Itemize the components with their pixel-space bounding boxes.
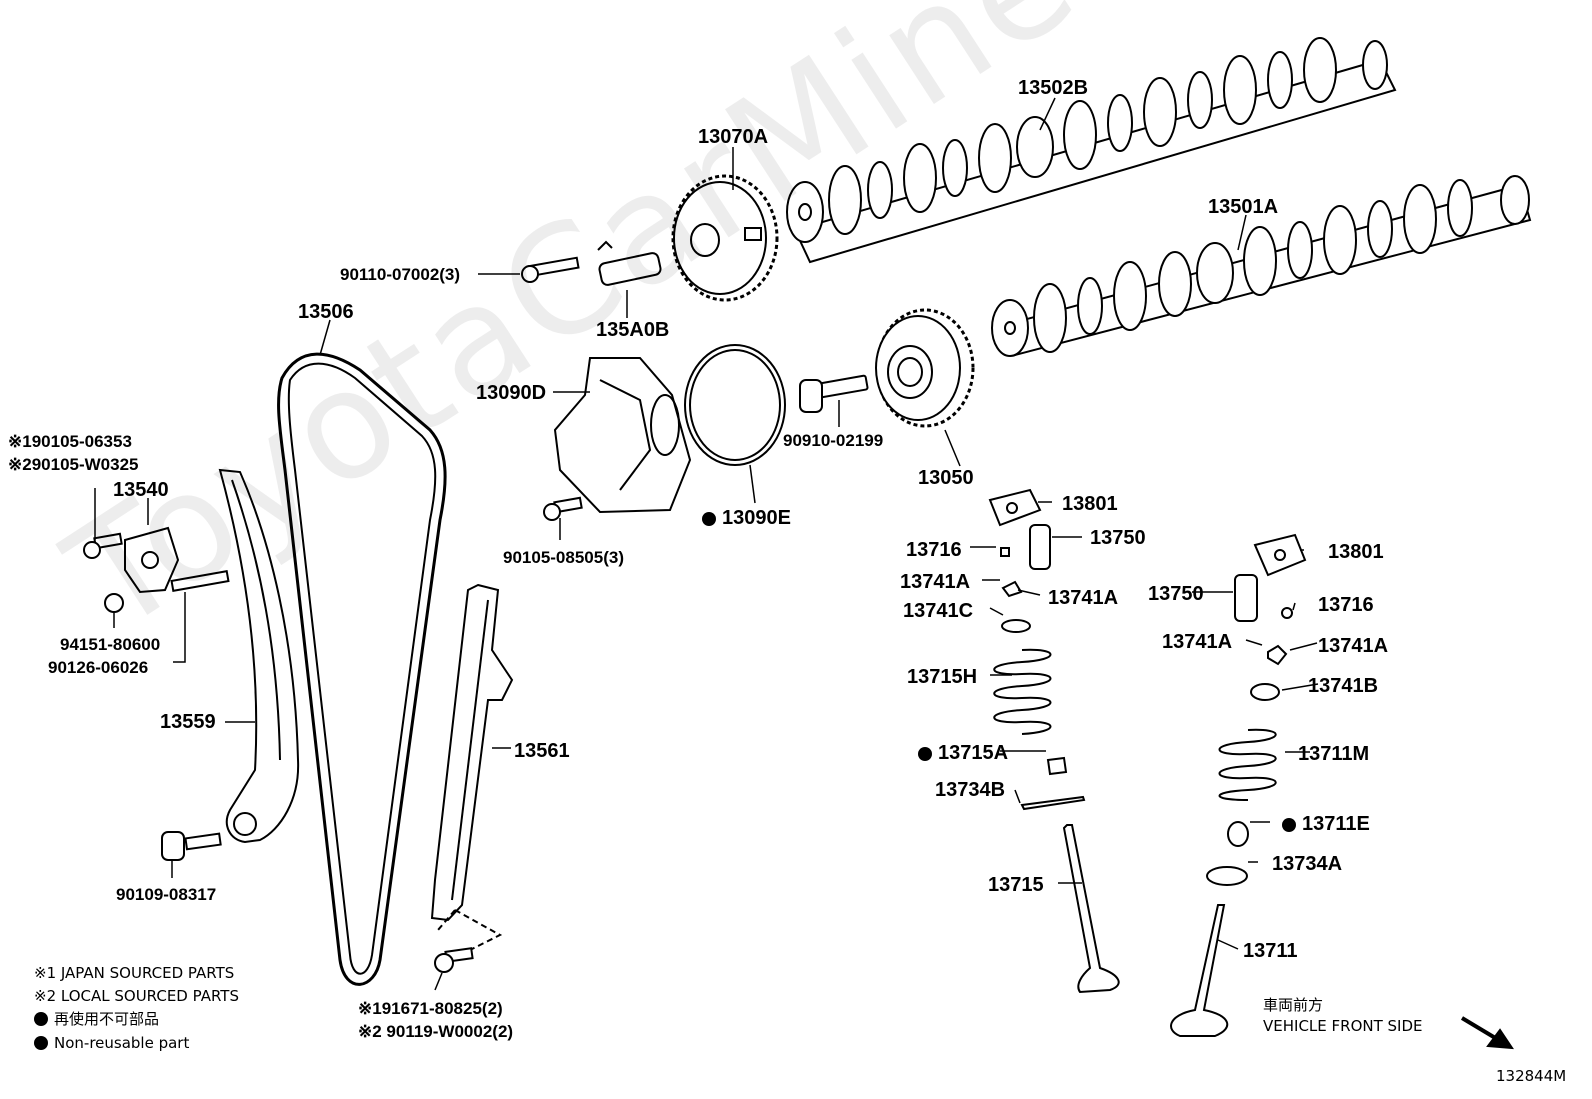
label-13741a-left-2[interactable]: 13741A: [1048, 587, 1119, 609]
valve-13715-drawing: [1062, 824, 1120, 994]
cap-13716-right-drawing: [1281, 607, 1293, 619]
label-90105-08505[interactable]: 90105-08505(3): [503, 548, 624, 567]
stud-90126-drawing: [170, 570, 230, 592]
legend-non-reusable-jp-text: 再使用不可部品: [54, 1010, 160, 1028]
spring-13715h-drawing: [993, 648, 1052, 735]
bolt-90105-08505-drawing: [543, 496, 583, 521]
label-13715a[interactable]: 13715A: [918, 743, 1008, 763]
seat-13734b-drawing: [1020, 795, 1086, 811]
timing-chain-13506-drawing: [277, 352, 447, 986]
lash-adjuster-13750-right-drawing: [1234, 574, 1258, 622]
non-reusable-dot-icon: [34, 1012, 48, 1026]
label-13734b[interactable]: 13734B: [935, 779, 1006, 801]
label-13711m[interactable]: 13711M: [1298, 743, 1370, 765]
lash-adjuster-13750-left-drawing: [1029, 524, 1051, 570]
guide-bolt-dashed-lines: [437, 909, 503, 956]
label-94151-80600[interactable]: 94151-80600: [60, 635, 161, 654]
drawing-id: 132844M: [1496, 1067, 1567, 1085]
label-13715a-text: 13715A: [938, 742, 1009, 764]
rocker-arm-13801-left-drawing: [988, 488, 1042, 527]
label-90910-02199[interactable]: 90910-02199: [783, 431, 884, 450]
label-13741a-right-2[interactable]: 13741A: [1318, 635, 1389, 657]
seal-13711e-drawing: [1227, 821, 1249, 847]
label-13741c[interactable]: 13741C: [903, 600, 974, 622]
camshaft-13502b-drawing: [786, 37, 1397, 264]
label-13540[interactable]: 13540: [113, 479, 169, 501]
label-13750-right[interactable]: 13750: [1148, 583, 1204, 605]
retainer-13741c-drawing: [1001, 619, 1031, 633]
label-13715[interactable]: 13715: [988, 874, 1044, 896]
label-13502b[interactable]: 13502B: [1018, 77, 1089, 99]
camshaft-13501a-drawing: [991, 175, 1532, 357]
bolt-90105-06353-drawing: [83, 532, 123, 559]
label-90110-07002[interactable]: 90110-07002(3): [340, 265, 461, 284]
legend-local-sourced: ※2 LOCAL SOURCED PARTS: [34, 987, 239, 1005]
label-135a0b[interactable]: 135A0B: [596, 319, 670, 341]
label-13741a-right-1[interactable]: 13741A: [1162, 631, 1233, 653]
keeper-13741a-left-drawing: [1001, 580, 1023, 598]
label-13750-left[interactable]: 13750: [1090, 527, 1146, 549]
label-13716-left[interactable]: 13716: [906, 539, 962, 561]
label-90105-w0325[interactable]: ※290105-W0325: [8, 455, 139, 474]
label-90109-08317[interactable]: 90109-08317: [116, 885, 217, 904]
seat-13734a-drawing: [1206, 866, 1248, 886]
control-valve-135a0b-drawing: [521, 240, 662, 286]
legend-non-reusable-en-text: Non-reusable part: [54, 1034, 190, 1052]
label-13711[interactable]: 13711: [1243, 940, 1298, 962]
label-13506[interactable]: 13506: [298, 301, 354, 323]
timing-sprocket-13050-drawing: [875, 308, 975, 428]
keepers-13741a-right-drawing: [1267, 644, 1288, 666]
label-13070a[interactable]: 13070A: [698, 126, 769, 148]
legend-non-reusable-jp: 再使用不可部品: [34, 1012, 159, 1027]
front-side-label-en: VEHICLE FRONT SIDE: [1263, 1017, 1423, 1035]
retainer-13741b-drawing: [1250, 683, 1280, 701]
non-reusable-dot-icon: [918, 747, 932, 761]
label-13561[interactable]: 13561: [514, 740, 570, 762]
label-90119-w0002[interactable]: ※2 90119-W0002(2): [358, 1022, 514, 1041]
label-13741b[interactable]: 13741B: [1308, 675, 1379, 697]
label-13090e[interactable]: 13090E: [702, 508, 791, 528]
bolt-90910-drawing: [799, 374, 869, 413]
legend-japan-sourced: ※1 JAPAN SOURCED PARTS: [34, 964, 235, 982]
valve-13711-drawing: [1170, 904, 1229, 1037]
legend-non-reusable-en: Non-reusable part: [34, 1036, 189, 1051]
label-13734a[interactable]: 13734A: [1272, 853, 1343, 875]
front-side-label-jp: 車両前方: [1263, 996, 1324, 1014]
cover-13090d-drawing: [553, 357, 692, 514]
label-13711e-text: 13711E: [1302, 813, 1370, 835]
label-13090e-text: 13090E: [722, 507, 791, 529]
tensioner-13540-drawing: [124, 526, 180, 594]
label-13801-left[interactable]: 13801: [1062, 493, 1118, 515]
label-90105-06353[interactable]: ※190105-06353: [8, 432, 132, 451]
rocker-arm-13801-right-drawing: [1253, 533, 1307, 577]
label-13090d[interactable]: 13090D: [476, 382, 547, 404]
chain-guide-13561-drawing: [430, 583, 514, 922]
non-reusable-dot-icon: [34, 1036, 48, 1050]
tensioner-arm-13559-drawing: [218, 468, 300, 844]
label-90126-06026[interactable]: 90126-06026: [48, 658, 149, 677]
leader-lines: [94, 97, 1319, 991]
label-13716-right[interactable]: 13716: [1318, 594, 1374, 616]
label-13559[interactable]: 13559: [160, 711, 216, 733]
label-13050[interactable]: 13050: [918, 467, 974, 489]
cap-13716-left-drawing: [1000, 547, 1010, 557]
label-13741a-left-1[interactable]: 13741A: [900, 571, 971, 593]
bolt-90109-drawing: [161, 831, 222, 861]
non-reusable-dot-icon: [702, 512, 716, 526]
label-13501a[interactable]: 13501A: [1208, 196, 1279, 218]
label-13715h[interactable]: 13715H: [907, 666, 978, 688]
seal-13715a-drawing: [1046, 756, 1068, 776]
gasket-13090e-drawing: [684, 344, 786, 466]
timing-gear-13070a-drawing: [671, 174, 779, 302]
label-13801-right[interactable]: 13801: [1328, 541, 1384, 563]
label-13711e[interactable]: 13711E: [1282, 814, 1370, 834]
spring-13711m-drawing: [1218, 728, 1277, 801]
non-reusable-dot-icon: [1282, 818, 1296, 832]
gasket-13090e-inner: [689, 349, 781, 461]
label-91671-80825[interactable]: ※191671-80825(2): [358, 999, 503, 1018]
bolt-91671-drawing: [434, 947, 474, 973]
front-direction-arrow-icon: [1460, 1016, 1514, 1050]
